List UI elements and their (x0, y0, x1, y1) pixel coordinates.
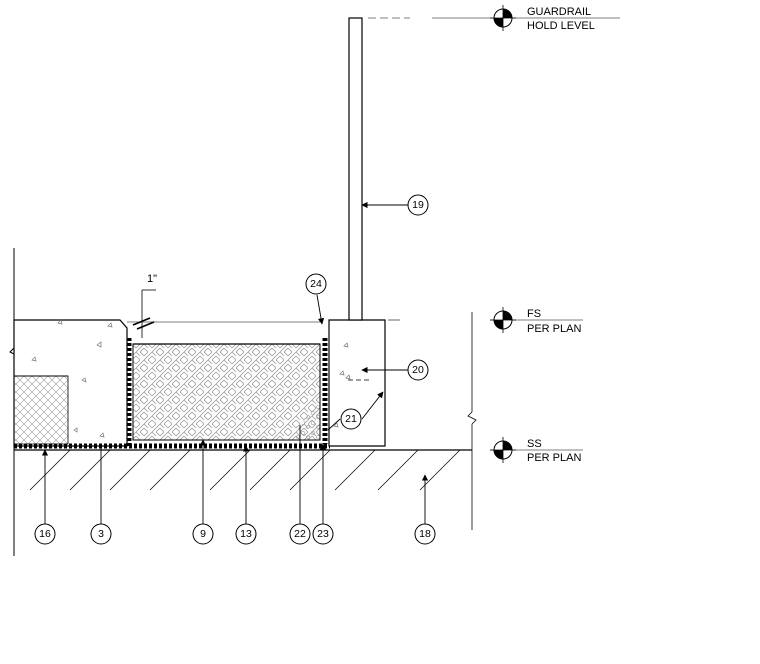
svg-text:3: 3 (98, 528, 104, 540)
svg-text:19: 19 (412, 199, 424, 211)
ss-level-subtitle: PER PLAN (527, 452, 581, 464)
callout-leaders (41, 201, 429, 524)
svg-text:22: 22 (294, 528, 306, 540)
svg-text:16: 16 (39, 528, 51, 540)
waterproofing-membrane (14, 338, 330, 449)
svg-text:21: 21 (345, 413, 357, 425)
level-marker-ss: SS PER PLAN (490, 437, 583, 464)
level-marker-fs: FS PER PLAN (388, 307, 583, 335)
left-concrete-slab (13, 319, 128, 447)
callout-18: 18 (414, 523, 436, 545)
gap-dimension: 1" (127, 273, 320, 338)
svg-text:9: 9 (200, 528, 206, 540)
paver-infill (132, 343, 321, 441)
callout-19: 19 (407, 194, 429, 216)
guardrail-post (348, 17, 363, 321)
svg-text:24: 24 (310, 278, 322, 290)
callout-21: 21 (340, 408, 362, 430)
callout-22: 22 (289, 523, 311, 545)
callout-16: 16 (34, 523, 56, 545)
level-marker-guardrail: GUARDRAIL HOLD LEVEL (368, 5, 620, 32)
fs-level-subtitle: PER PLAN (527, 323, 581, 335)
svg-text:23: 23 (317, 528, 329, 540)
callout-3: 3 (90, 523, 112, 545)
right-break-line (467, 312, 477, 530)
guardrail-level-subtitle: HOLD LEVEL (527, 20, 595, 32)
ss-level-title: SS (527, 438, 542, 450)
gap-dimension-label: 1" (147, 273, 157, 285)
subgrade-soil (14, 449, 472, 491)
guardrail-level-title: GUARDRAIL (527, 6, 591, 18)
callout-23: 23 (312, 523, 334, 545)
svg-text:13: 13 (240, 528, 252, 540)
callout-13: 13 (235, 523, 257, 545)
callout-9: 9 (192, 523, 214, 545)
svg-text:18: 18 (419, 528, 431, 540)
fs-level-title: FS (527, 308, 541, 320)
callout-24: 24 (305, 273, 327, 295)
callout-20: 20 (407, 359, 429, 381)
svg-text:20: 20 (412, 364, 424, 376)
